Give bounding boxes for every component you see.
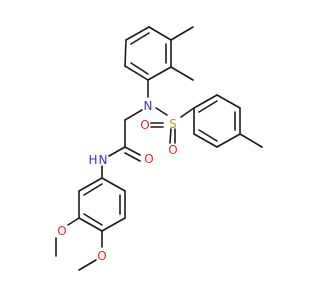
dimethylphenyl-ring [124, 26, 194, 81]
methyl-bond-1 [170, 26, 194, 41]
atom-o-methoxy-2: O [97, 249, 106, 263]
tolyl-ring [193, 94, 263, 148]
structure-canvas: N S O O O N H O O [55, 26, 263, 271]
chemical-structure: N S O O O N H O O [55, 26, 263, 271]
methyl-bond-3 [239, 133, 263, 148]
atom-o-sulfonyl-right: O [168, 143, 177, 157]
atom-o-methoxy-1: O [57, 224, 66, 238]
atom-o-carbonyl: O [144, 152, 153, 166]
atom-s: S [169, 117, 177, 131]
atom-nh-n: N [99, 153, 108, 167]
dimethoxyphenyl-ring [78, 177, 126, 232]
atom-n-sulfonamide: N [144, 99, 153, 113]
methyl-bond-2 [170, 66, 194, 81]
atom-o-sulfonyl-left: O [140, 118, 149, 132]
atom-nh-h: H [88, 153, 97, 167]
